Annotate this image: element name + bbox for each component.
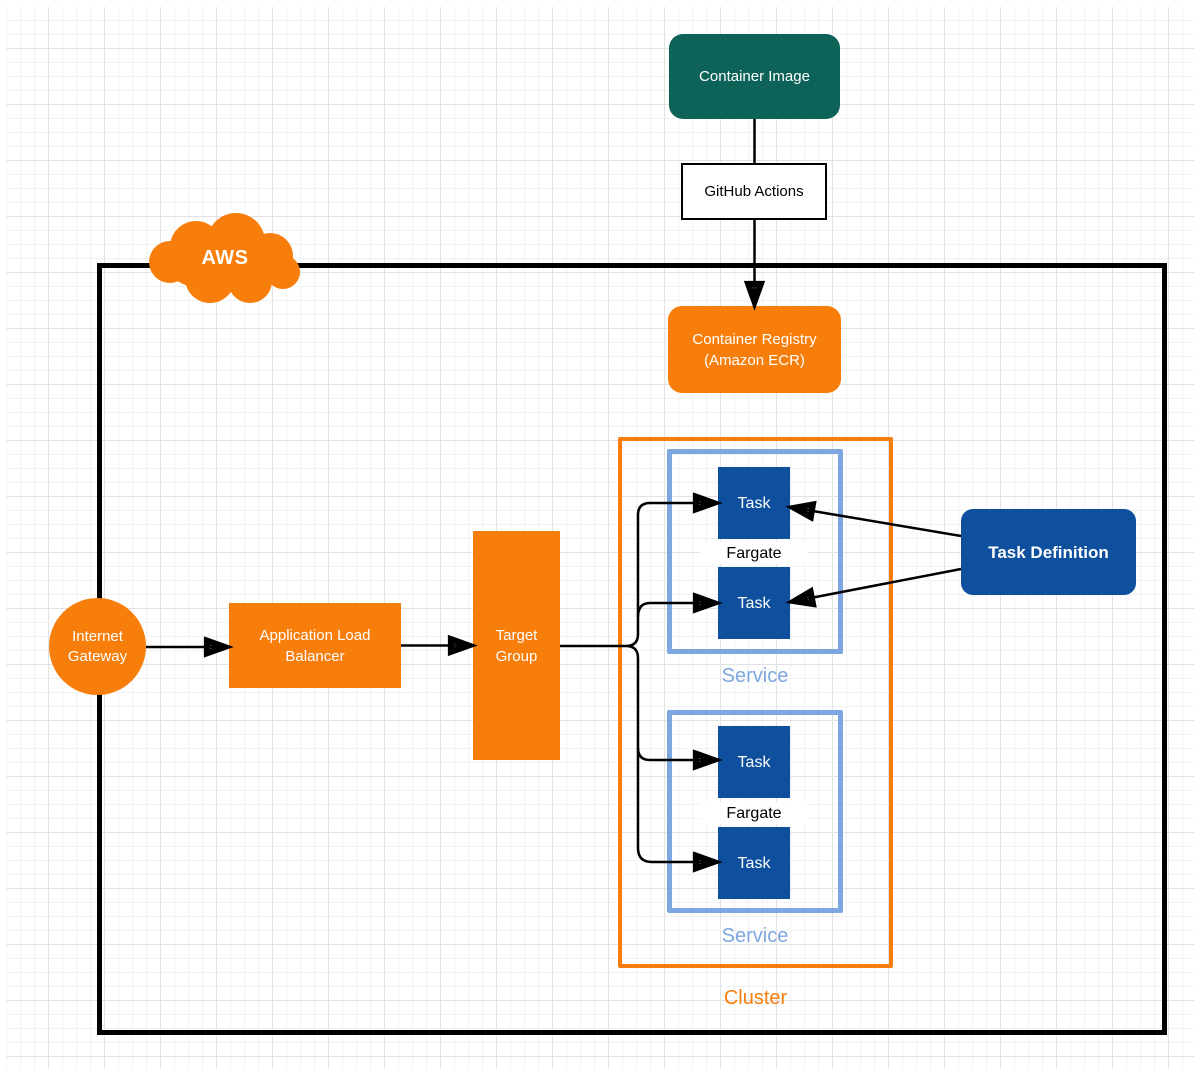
container-image-node: Container Image <box>669 34 840 119</box>
task-node: Task <box>718 567 790 639</box>
cluster-label: Cluster <box>723 986 788 1009</box>
service-box-1 <box>667 449 843 654</box>
task-definition-node: Task Definition <box>961 509 1136 595</box>
service-label: Service <box>721 924 789 947</box>
container-registry-node: Container Registry (Amazon ECR) <box>668 306 841 393</box>
task-node: Task <box>718 467 790 539</box>
aws-cloud-shape <box>149 213 300 303</box>
application-load-balancer-node: Application Load Balancer <box>229 603 401 688</box>
service-box-2 <box>667 710 843 913</box>
fargate-label: Fargate <box>700 542 808 564</box>
task-node: Task <box>718 726 790 798</box>
service-label: Service <box>721 664 789 687</box>
target-group-node: Target Group <box>473 531 560 760</box>
internet-gateway-node: Internet Gateway <box>49 598 146 695</box>
aws-cloud-label: AWS <box>201 246 249 269</box>
task-node: Task <box>718 827 790 899</box>
github-actions-node: GitHub Actions <box>681 163 827 220</box>
fargate-label: Fargate <box>700 802 808 824</box>
